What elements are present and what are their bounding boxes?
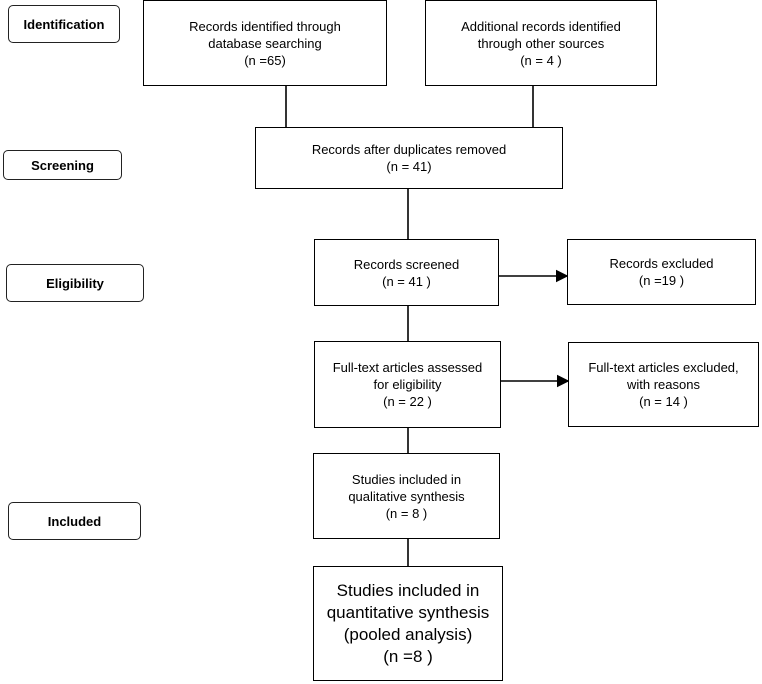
- stage-identification-label: Identification: [23, 16, 105, 32]
- box-qualitative-synthesis-line2: qualitative synthesis: [348, 488, 465, 504]
- box-fulltext-assessed: Full-text articles assessed for eligibil…: [314, 341, 501, 428]
- box-qualitative-synthesis-count: (n = 8 ): [385, 505, 428, 521]
- box-fulltext-excluded-line2: with reasons: [627, 377, 700, 392]
- stage-identification: Identification: [8, 5, 120, 43]
- box-records-excluded-count: (n =19 ): [638, 273, 685, 288]
- box-records-screened-line1: Records screened: [353, 256, 460, 272]
- box-quantitative-synthesis-count: (n =8 ): [383, 646, 433, 666]
- stage-screening: Screening: [3, 150, 122, 180]
- box-qualitative-synthesis-line1: Studies included in: [351, 471, 462, 487]
- box-other-sources-count: (n = 4 ): [520, 52, 562, 68]
- box-fulltext-assessed-line1: Full-text articles assessed: [332, 360, 483, 375]
- stage-included-label: Included: [47, 513, 102, 529]
- box-records-excluded: Records excluded (n =19 ): [567, 239, 756, 305]
- box-after-duplicates-line1: Records after duplicates removed: [311, 142, 507, 157]
- box-fulltext-assessed-line2: for eligibility: [373, 377, 442, 392]
- box-quantitative-synthesis-line1: Studies included in: [336, 580, 480, 600]
- box-after-duplicates: Records after duplicates removed (n = 41…: [255, 127, 563, 189]
- box-after-duplicates-count: (n = 41): [386, 159, 432, 174]
- box-records-screened-count: (n = 41 ): [382, 273, 431, 289]
- box-fulltext-excluded-count: (n = 14 ): [639, 394, 688, 409]
- box-fulltext-excluded: Full-text articles excluded, with reason…: [568, 342, 759, 427]
- stage-included: Included: [8, 502, 141, 540]
- box-other-sources-line1: Additional records identified: [461, 18, 621, 34]
- box-fulltext-excluded-line1: Full-text articles excluded,: [588, 360, 739, 375]
- box-records-excluded-line1: Records excluded: [609, 256, 714, 271]
- stage-eligibility-label: Eligibility: [46, 275, 104, 291]
- box-database-search: Records identified through database sear…: [143, 0, 387, 86]
- stage-eligibility: Eligibility: [6, 264, 144, 302]
- box-quantitative-synthesis: Studies included in quantitative synthes…: [313, 566, 503, 681]
- box-quantitative-synthesis-line2: quantitative synthesis: [326, 602, 490, 622]
- box-quantitative-synthesis-line3: (pooled analysis): [343, 624, 473, 644]
- box-database-search-line1: Records identified through: [189, 18, 341, 34]
- box-other-sources-line2: through other sources: [477, 35, 605, 51]
- box-qualitative-synthesis: Studies included in qualitative synthesi…: [313, 453, 500, 539]
- box-database-search-count: (n =65): [244, 52, 286, 68]
- box-fulltext-assessed-count: (n = 22 ): [383, 394, 432, 409]
- box-other-sources: Additional records identified through ot…: [425, 0, 657, 86]
- box-records-screened: Records screened (n = 41 ): [314, 239, 499, 306]
- stage-screening-label: Screening: [31, 157, 94, 173]
- box-database-search-line2: database searching: [208, 35, 322, 51]
